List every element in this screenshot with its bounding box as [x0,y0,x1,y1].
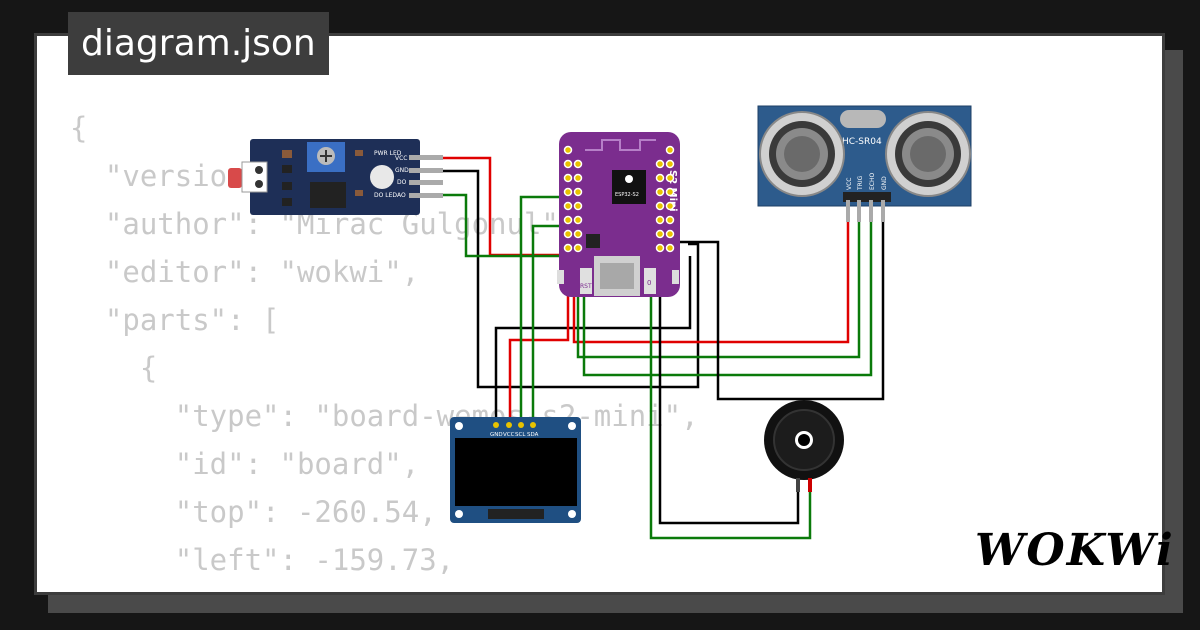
code-line: "editor": "wokwi", [70,255,420,289]
buzzer[interactable] [764,400,844,492]
boot-button[interactable] [644,268,656,294]
ldr-pin-label: GND [395,167,409,174]
ldr-pin-label: AO [397,192,406,199]
wire-buzzer-pos[interactable] [649,266,812,540]
ldr-pin-label: VCC [395,155,407,162]
wire-hc-vcc[interactable] [572,212,850,344]
code-line: { [70,111,88,145]
wire-oled-scl[interactable] [519,195,568,424]
code-line: "parts": [ [70,303,280,337]
code-line: "top": -260.54, [70,495,437,529]
oled-pin-label: SDA [527,432,539,438]
hc-pin-label: TRIG [857,175,864,191]
wire-oled-gnd[interactable] [494,256,692,424]
wokwi-logo: WOKWi [975,525,1175,576]
hc-pin-label: VCC [846,178,853,190]
hc-sr04-model-label: HC-SR04 [842,137,882,147]
chip-label: ESP32-S2 [615,192,639,198]
hc-sr04-sensor[interactable]: HC-SR04 VCC TRIG ECHO GND [757,105,972,222]
rst-label: RST [580,283,592,290]
oled-pin-label: GND [490,432,503,438]
wire-oled-vcc[interactable] [508,264,570,424]
rst-button[interactable] [580,268,592,294]
s2-mini-board[interactable]: ESP32-S2 S2 Mini RST 0 [557,132,680,297]
code-line: "id": "board", [70,447,420,481]
code-line: { [70,351,158,385]
ultrasonic-transducer-left [759,111,845,197]
ultrasonic-transducer-right [885,111,971,197]
hc-pin-label: GND [881,176,888,190]
ldr-pin-label: DO [397,179,407,186]
oled-pins [493,422,536,428]
wire-hc-echo[interactable] [582,212,873,377]
board-pin-headers [563,145,675,253]
file-tab-title: diagram.json [68,12,329,75]
wire-hc-gnd[interactable] [680,212,885,401]
oled-pin-label: VCC [503,432,515,438]
code-line: "left": -159.73, [70,543,455,577]
oled-screen [455,438,577,506]
ldr-photoresistor [228,168,242,188]
oled-pin-label: SCL [515,432,526,438]
ldr-led-label: PWR LED [374,150,402,157]
wire-buzzer-neg[interactable] [658,248,800,525]
oled-display[interactable]: GND VCC SCL SDA [450,417,581,523]
ldr-led-label: DO LED [374,192,397,199]
code-line: "attrs": { "fullBoot": "1" } [70,584,699,592]
hc-pin-label: ECHO [869,173,876,190]
wire-oled-sda[interactable] [531,224,568,424]
crystal-oscillator [840,110,886,128]
ldr-sensor-module[interactable]: PWR LED DO LED VCC GND DO AO [228,139,443,215]
boot-label: 0 [647,279,651,287]
wire-ldr-gnd[interactable] [420,169,700,389]
